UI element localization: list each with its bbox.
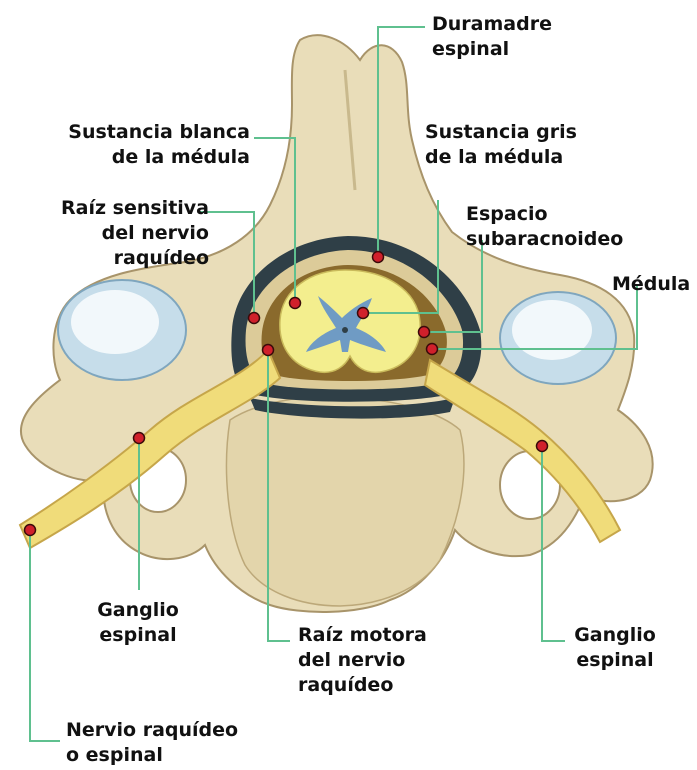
label-line: Médula [612,272,690,297]
red-dot-icon [25,525,36,536]
label-ganglio-espinal-right: Ganglio espinal [565,623,665,673]
label-line: Ganglio [88,598,188,623]
label-line: Raíz motora [298,623,427,648]
red-dot-icon [249,313,260,324]
central-canal [342,327,348,333]
label-line: o espinal [66,743,238,768]
vertebra-shadow [226,396,463,606]
label-raiz-sensitiva: Raíz sensitiva del nervio raquídeo [61,196,209,271]
label-line: espinal [432,37,552,62]
label-ganglio-espinal-left: Ganglio espinal [88,598,188,648]
label-line: Raíz sensitiva [61,196,209,221]
red-dot-icon [358,308,369,319]
label-sustancia-blanca: Sustancia blanca de la médula [68,120,250,170]
red-dot-icon [134,433,145,444]
label-line: subaracnoideo [466,227,623,252]
label-line: de la médula [68,145,250,170]
label-line: espinal [88,623,188,648]
label-line: Ganglio [565,623,665,648]
label-nervio-raquideo: Nervio raquídeo o espinal [66,718,238,768]
red-dot-icon [290,298,301,309]
disc-right-highlight [512,300,592,360]
label-line: Espacio [466,202,623,227]
red-dot-icon [427,344,438,355]
label-line: Nervio raquídeo [66,718,238,743]
spinal-cord [280,270,420,372]
label-duramadre: Duramadre espinal [432,12,552,62]
label-line: Duramadre [432,12,552,37]
label-line: de la médula [425,145,577,170]
label-line: espinal [565,648,665,673]
disc-left-highlight [71,290,159,354]
red-dot-icon [263,345,274,356]
label-espacio-subaracnoideo: Espacio subaracnoideo [466,202,623,252]
red-dot-icon [373,252,384,263]
label-line: raquídeo [298,673,427,698]
label-line: Sustancia gris [425,120,577,145]
red-dot-icon [419,327,430,338]
leader-nervio [30,530,60,741]
label-line: del nervio [61,221,209,246]
label-sustancia-gris: Sustancia gris de la médula [425,120,577,170]
red-dot-icon [537,441,548,452]
label-line: del nervio [298,648,427,673]
label-raiz-motora: Raíz motora del nervio raquídeo [298,623,427,698]
label-medula: Médula [612,272,690,297]
label-line: raquídeo [61,246,209,271]
label-line: Sustancia blanca [68,120,250,145]
